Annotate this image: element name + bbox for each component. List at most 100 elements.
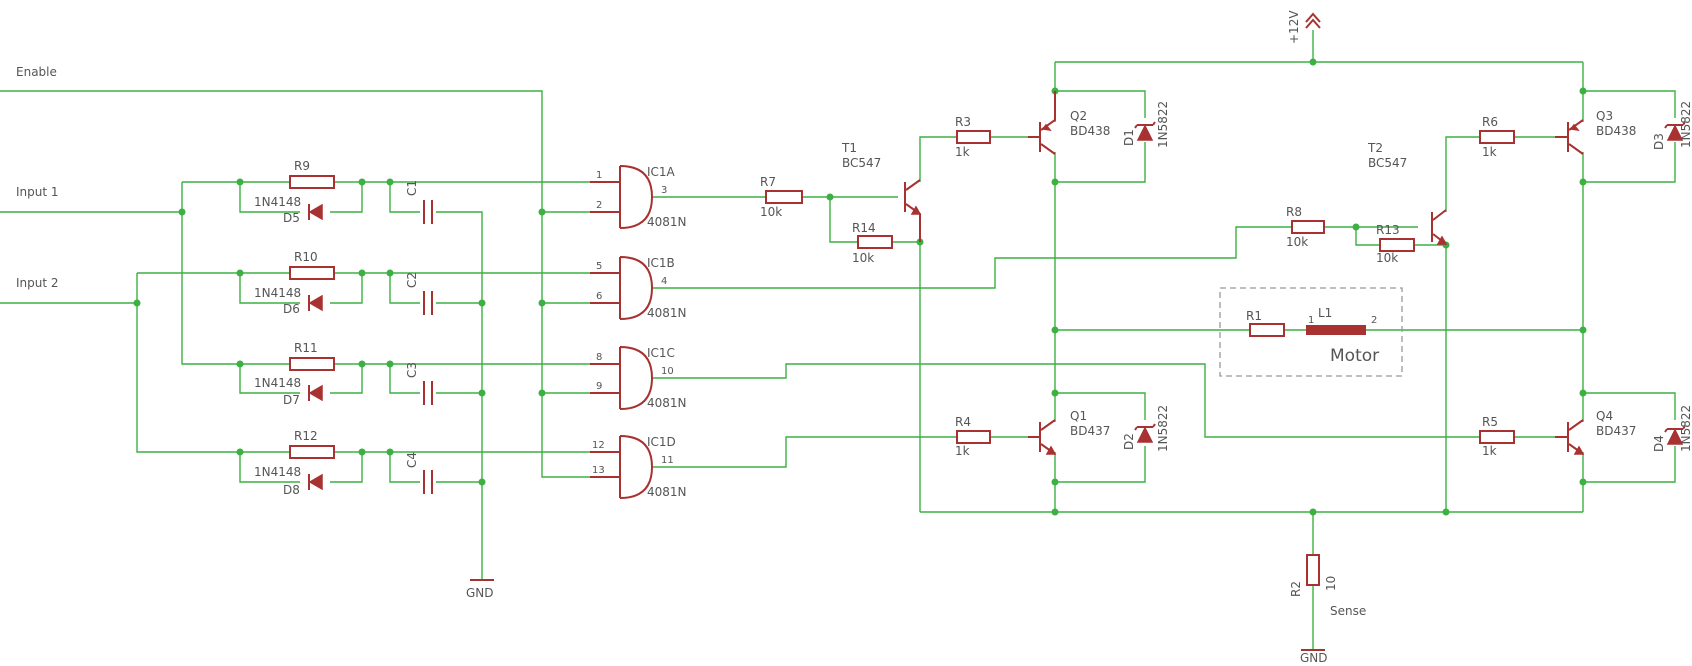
q3-transistor: Q3 BD438	[1555, 109, 1636, 155]
l1-coil	[1306, 325, 1366, 335]
ic1b-pin6: 6	[596, 291, 602, 302]
r5-value: 1k	[1482, 444, 1497, 458]
ic1d-part: 4081N	[647, 485, 687, 499]
d8-value: 1N4148	[254, 465, 301, 479]
r9-name: R9	[294, 159, 310, 173]
enable-label: Enable	[16, 65, 57, 79]
r13-group: R13 10k	[1376, 223, 1415, 265]
gnd-symbol-left: GND	[466, 579, 494, 600]
d3-diode: D3 1N5822	[1652, 101, 1692, 150]
rc-network-4: R12 1N4148 D8 C4	[254, 429, 433, 497]
d5-diode	[308, 203, 323, 221]
r7-group: R7 10k	[760, 175, 803, 219]
junctions	[133, 58, 1587, 516]
d4-diode: D4 1N5822	[1652, 405, 1692, 452]
ic1b-pin5: 5	[596, 261, 602, 272]
t2-part: BC547	[1368, 156, 1407, 170]
input1-label: Input 1	[16, 185, 59, 199]
d6-diode	[308, 294, 323, 312]
ic1b-name: IC1B	[647, 256, 675, 270]
r14-value: 10k	[852, 251, 874, 265]
q2-part: BD438	[1070, 124, 1110, 138]
r4-name: R4	[955, 415, 971, 429]
r8-name: R8	[1286, 205, 1302, 219]
q1-name: Q1	[1070, 409, 1087, 423]
r8-value: 10k	[1286, 235, 1308, 249]
ic1c-pin8: 8	[596, 352, 602, 363]
r12-name: R12	[294, 429, 318, 443]
r2-group: R2 10 Sense	[1289, 554, 1366, 618]
c4-name: C4	[405, 452, 419, 468]
gnd-bottom-label: GND	[1300, 651, 1328, 665]
q3-part: BD438	[1596, 124, 1636, 138]
q2-transistor: Q2 BD438	[1028, 91, 1110, 155]
motor-group: R1 1 2 L1 Motor	[1219, 287, 1403, 377]
rc-network-2: R10 1N4148 D6 C2	[254, 250, 433, 316]
ic1d-pin13: 13	[592, 465, 605, 476]
r13-value: 10k	[1376, 251, 1398, 265]
ic1c-pin10: 10	[661, 366, 674, 377]
sense-label: Sense	[1330, 604, 1366, 618]
r4-group: R4 1k	[955, 415, 991, 458]
ic1c-name: IC1C	[647, 346, 675, 360]
d1-value: 1N5822	[1156, 101, 1170, 148]
r10-name: R10	[294, 250, 318, 264]
ic1a-pin3: 3	[661, 185, 667, 196]
c3-name: C3	[405, 362, 419, 378]
r11-name: R11	[294, 341, 318, 355]
l1-pin1: 1	[1308, 315, 1314, 326]
wires	[0, 30, 1676, 650]
ic1a-pin2: 2	[596, 200, 602, 211]
ic1c-pin9: 9	[596, 381, 602, 392]
r3-value: 1k	[955, 145, 970, 159]
d5-name: D5	[283, 211, 300, 225]
gnd-left-label: GND	[466, 586, 494, 600]
c4-capacitor	[423, 470, 433, 494]
motor-label: Motor	[1330, 346, 1379, 366]
d5-value: 1N4148	[254, 195, 301, 209]
r2-name: R2	[1289, 581, 1303, 597]
d8-diode	[308, 473, 323, 491]
supply-symbol: +12V	[1287, 10, 1321, 44]
r6-name: R6	[1482, 115, 1498, 129]
r4-value: 1k	[955, 444, 970, 458]
q2-name: Q2	[1070, 109, 1087, 123]
r5-group: R5 1k	[1479, 415, 1515, 458]
r13-name: R13	[1376, 223, 1400, 237]
c3-capacitor	[423, 381, 433, 405]
ic1a-part: 4081N	[647, 215, 687, 229]
ic1d-pin11: 11	[661, 455, 674, 466]
ic1d-name: IC1D	[647, 435, 676, 449]
ic1c-part: 4081N	[647, 396, 687, 410]
ic1b-pin4: 4	[661, 276, 667, 287]
supply-label: +12V	[1287, 10, 1301, 44]
c1-capacitor	[423, 200, 433, 224]
d2-name: D2	[1122, 433, 1136, 450]
d8-name: D8	[283, 483, 300, 497]
t2-transistor: T2 BC547	[1367, 141, 1448, 245]
r3-name: R3	[955, 115, 971, 129]
q3-name: Q3	[1596, 109, 1613, 123]
r1-resistor	[1249, 323, 1285, 337]
d4-name: D4	[1652, 435, 1666, 452]
t1-name: T1	[841, 141, 857, 155]
gate-ic1b: 5 6 4 IC1B 4081N	[590, 256, 687, 320]
r11-resistor	[289, 357, 335, 371]
c1-name: C1	[405, 180, 419, 196]
q1-part: BD437	[1070, 424, 1110, 438]
rc-network-3: R11 1N4148 D7 C3	[254, 341, 433, 407]
r1-name: R1	[1246, 309, 1262, 323]
r14-group: R14 10k	[852, 221, 893, 265]
ic1d-pin12: 12	[592, 440, 605, 451]
d1-name: D1	[1122, 129, 1136, 146]
c2-name: C2	[405, 272, 419, 288]
gnd-symbol-bottom: GND	[1300, 649, 1328, 665]
d6-name: D6	[283, 302, 300, 316]
d4-value: 1N5822	[1679, 405, 1692, 452]
t2-name: T2	[1367, 141, 1383, 155]
r14-name: R14	[852, 221, 876, 235]
rc-network-1: R9 1N4148 D5 C1	[254, 159, 433, 225]
r2-value: 10	[1324, 576, 1338, 591]
q4-name: Q4	[1596, 409, 1613, 423]
r12-resistor	[289, 445, 335, 459]
